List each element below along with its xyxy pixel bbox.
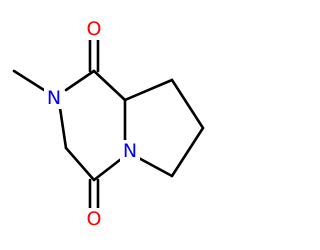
bond-ch2-n-methyl — [58, 106, 68, 150]
bond-ring-n-carbonyl-bottom — [92, 154, 127, 182]
oxygen-bottom-atom: O — [84, 208, 104, 230]
molecule-structure: O N N O — [12, 18, 205, 230]
bond-ch2-ring-n — [133, 154, 174, 178]
svg-text:O: O — [87, 208, 102, 230]
oxygen-top-atom: O — [84, 18, 104, 40]
bond-carbonyl-bottom-ch2 — [64, 146, 96, 182]
bond-alpha-c — [123, 78, 174, 102]
bond-c-ch2 — [170, 126, 205, 178]
bond-n-carbonyl-top — [64, 69, 96, 92]
svg-text:N: N — [47, 87, 61, 109]
nitrogen-methyl-atom: N — [44, 87, 64, 109]
bond-carbonyl-top-alpha — [92, 69, 127, 102]
nitrogen-ring-atom: N — [120, 140, 140, 162]
svg-text:O: O — [87, 18, 102, 40]
bond-methyl-n — [12, 69, 46, 92]
svg-text:N: N — [123, 140, 137, 162]
bond-c-c — [170, 78, 205, 130]
